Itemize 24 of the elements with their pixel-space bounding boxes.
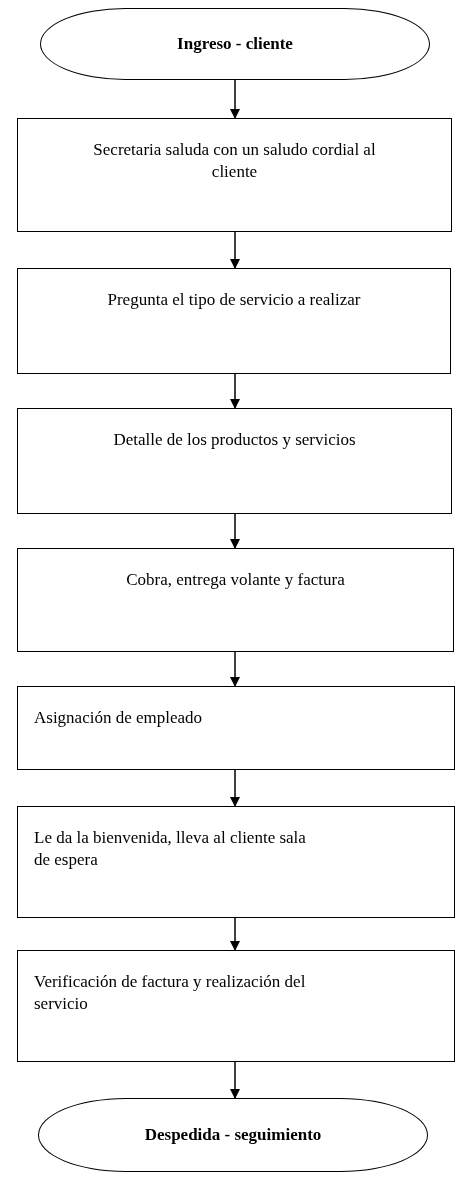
arrow [230,917,240,951]
process-box [17,950,455,1062]
process-box [17,118,452,232]
arrow [230,1061,240,1099]
process-box [17,268,451,374]
step-text: Ingreso - cliente [177,32,293,55]
arrow [230,651,240,687]
arrow [230,79,240,119]
step-text: Le da la bienvenida, lleva al cliente sala de espera [34,827,307,872]
process-box [17,806,455,918]
step-text: Pregunta el tipo de servicio a realizar [107,289,361,311]
arrow [230,231,240,269]
step-text: Verificación de factura y realización del servicio [34,971,307,1016]
step-text: Detalle de los productos y servicios [113,429,356,451]
step-text: Despedida - seguimiento [144,1123,322,1146]
step-text: Secretaria saluda con un saludo cordial al cliente [92,139,377,184]
process-box [17,686,455,770]
arrow [230,373,240,409]
arrow [230,513,240,549]
process-box [17,408,452,514]
step-text: Cobra, entrega volante y factura [126,569,345,591]
step-text: Asignación de empleado [34,707,203,729]
arrow [230,769,240,807]
process-box [17,548,454,652]
